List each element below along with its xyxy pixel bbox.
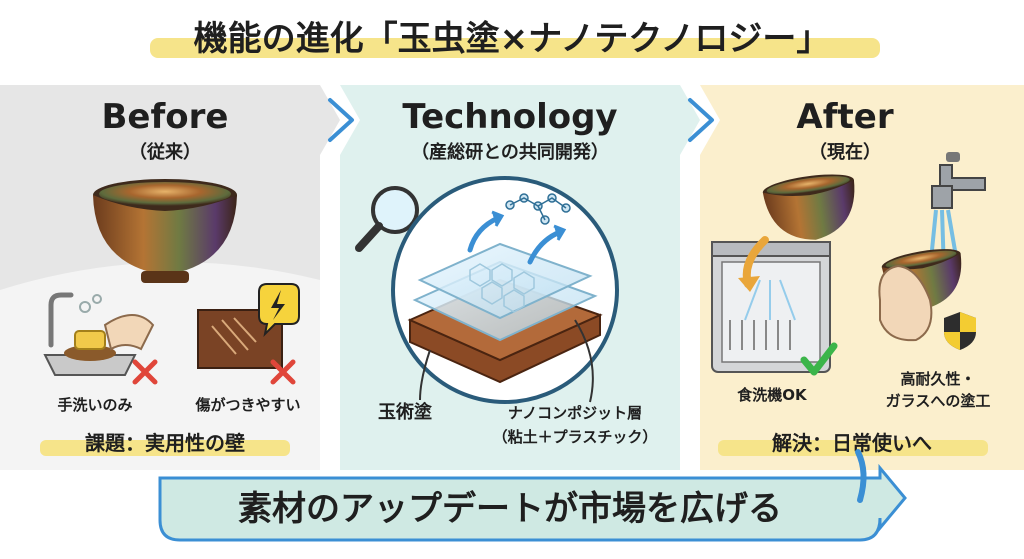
after-caption-right-2: ガラスへの塗工: [886, 392, 991, 410]
after-subheading: （現在）: [809, 141, 881, 163]
technology-heading: Technology: [402, 97, 617, 137]
cross-icon: [132, 359, 158, 385]
technology-label-right: ナノコンポジット層: [508, 404, 642, 422]
bowl-icon-after: [762, 174, 855, 240]
after-solution: 解決：日常使いへ: [772, 431, 932, 455]
flow-arrow-2: [688, 98, 714, 142]
bowl-icon: [93, 179, 237, 283]
magnifier-icon: [355, 186, 419, 252]
after-heading: After: [796, 97, 893, 137]
shield-icon: [944, 312, 976, 350]
cross-icon-2: [270, 359, 296, 385]
before-caption-left: 手洗いのみ: [57, 396, 132, 414]
before-subheading: （従来）: [129, 141, 201, 163]
down-arrow-head: [738, 276, 760, 292]
bottom-band: [158, 449, 907, 542]
page-title: 機能の進化「玉虫塗×ナノテクノロジー」: [194, 19, 831, 59]
technology-label-right-sub: （粘土＋プラスチック）: [493, 428, 658, 446]
dishwasher-icon: [711, 241, 831, 373]
after-caption-left: 食洗機OK: [737, 386, 808, 404]
flow-arrow-1: [328, 98, 354, 142]
hand-icon: [878, 264, 933, 342]
warning-bolt-icon: [258, 283, 300, 338]
before-caption-right: 傷がつきやすい: [194, 396, 300, 414]
before-issue: 課題：実用性の壁: [85, 431, 245, 455]
nanocomposite-illustration: [391, 176, 619, 404]
bottom-message: 素材のアップデートが市場を広げる: [238, 489, 782, 529]
title-highlight: [150, 38, 880, 58]
sponge-icon: [43, 292, 155, 376]
technology-subheading: （産総研との共同開発）: [411, 141, 609, 163]
after-solution-highlight: [718, 440, 988, 456]
after-caption-right-1: 高耐久性・: [900, 370, 975, 388]
after-panel: [682, 85, 1024, 470]
technology-label-left: 玉術塗: [378, 401, 433, 423]
check-icon: [800, 342, 838, 376]
before-issue-highlight: [40, 440, 290, 456]
before-heading: Before: [102, 97, 229, 137]
